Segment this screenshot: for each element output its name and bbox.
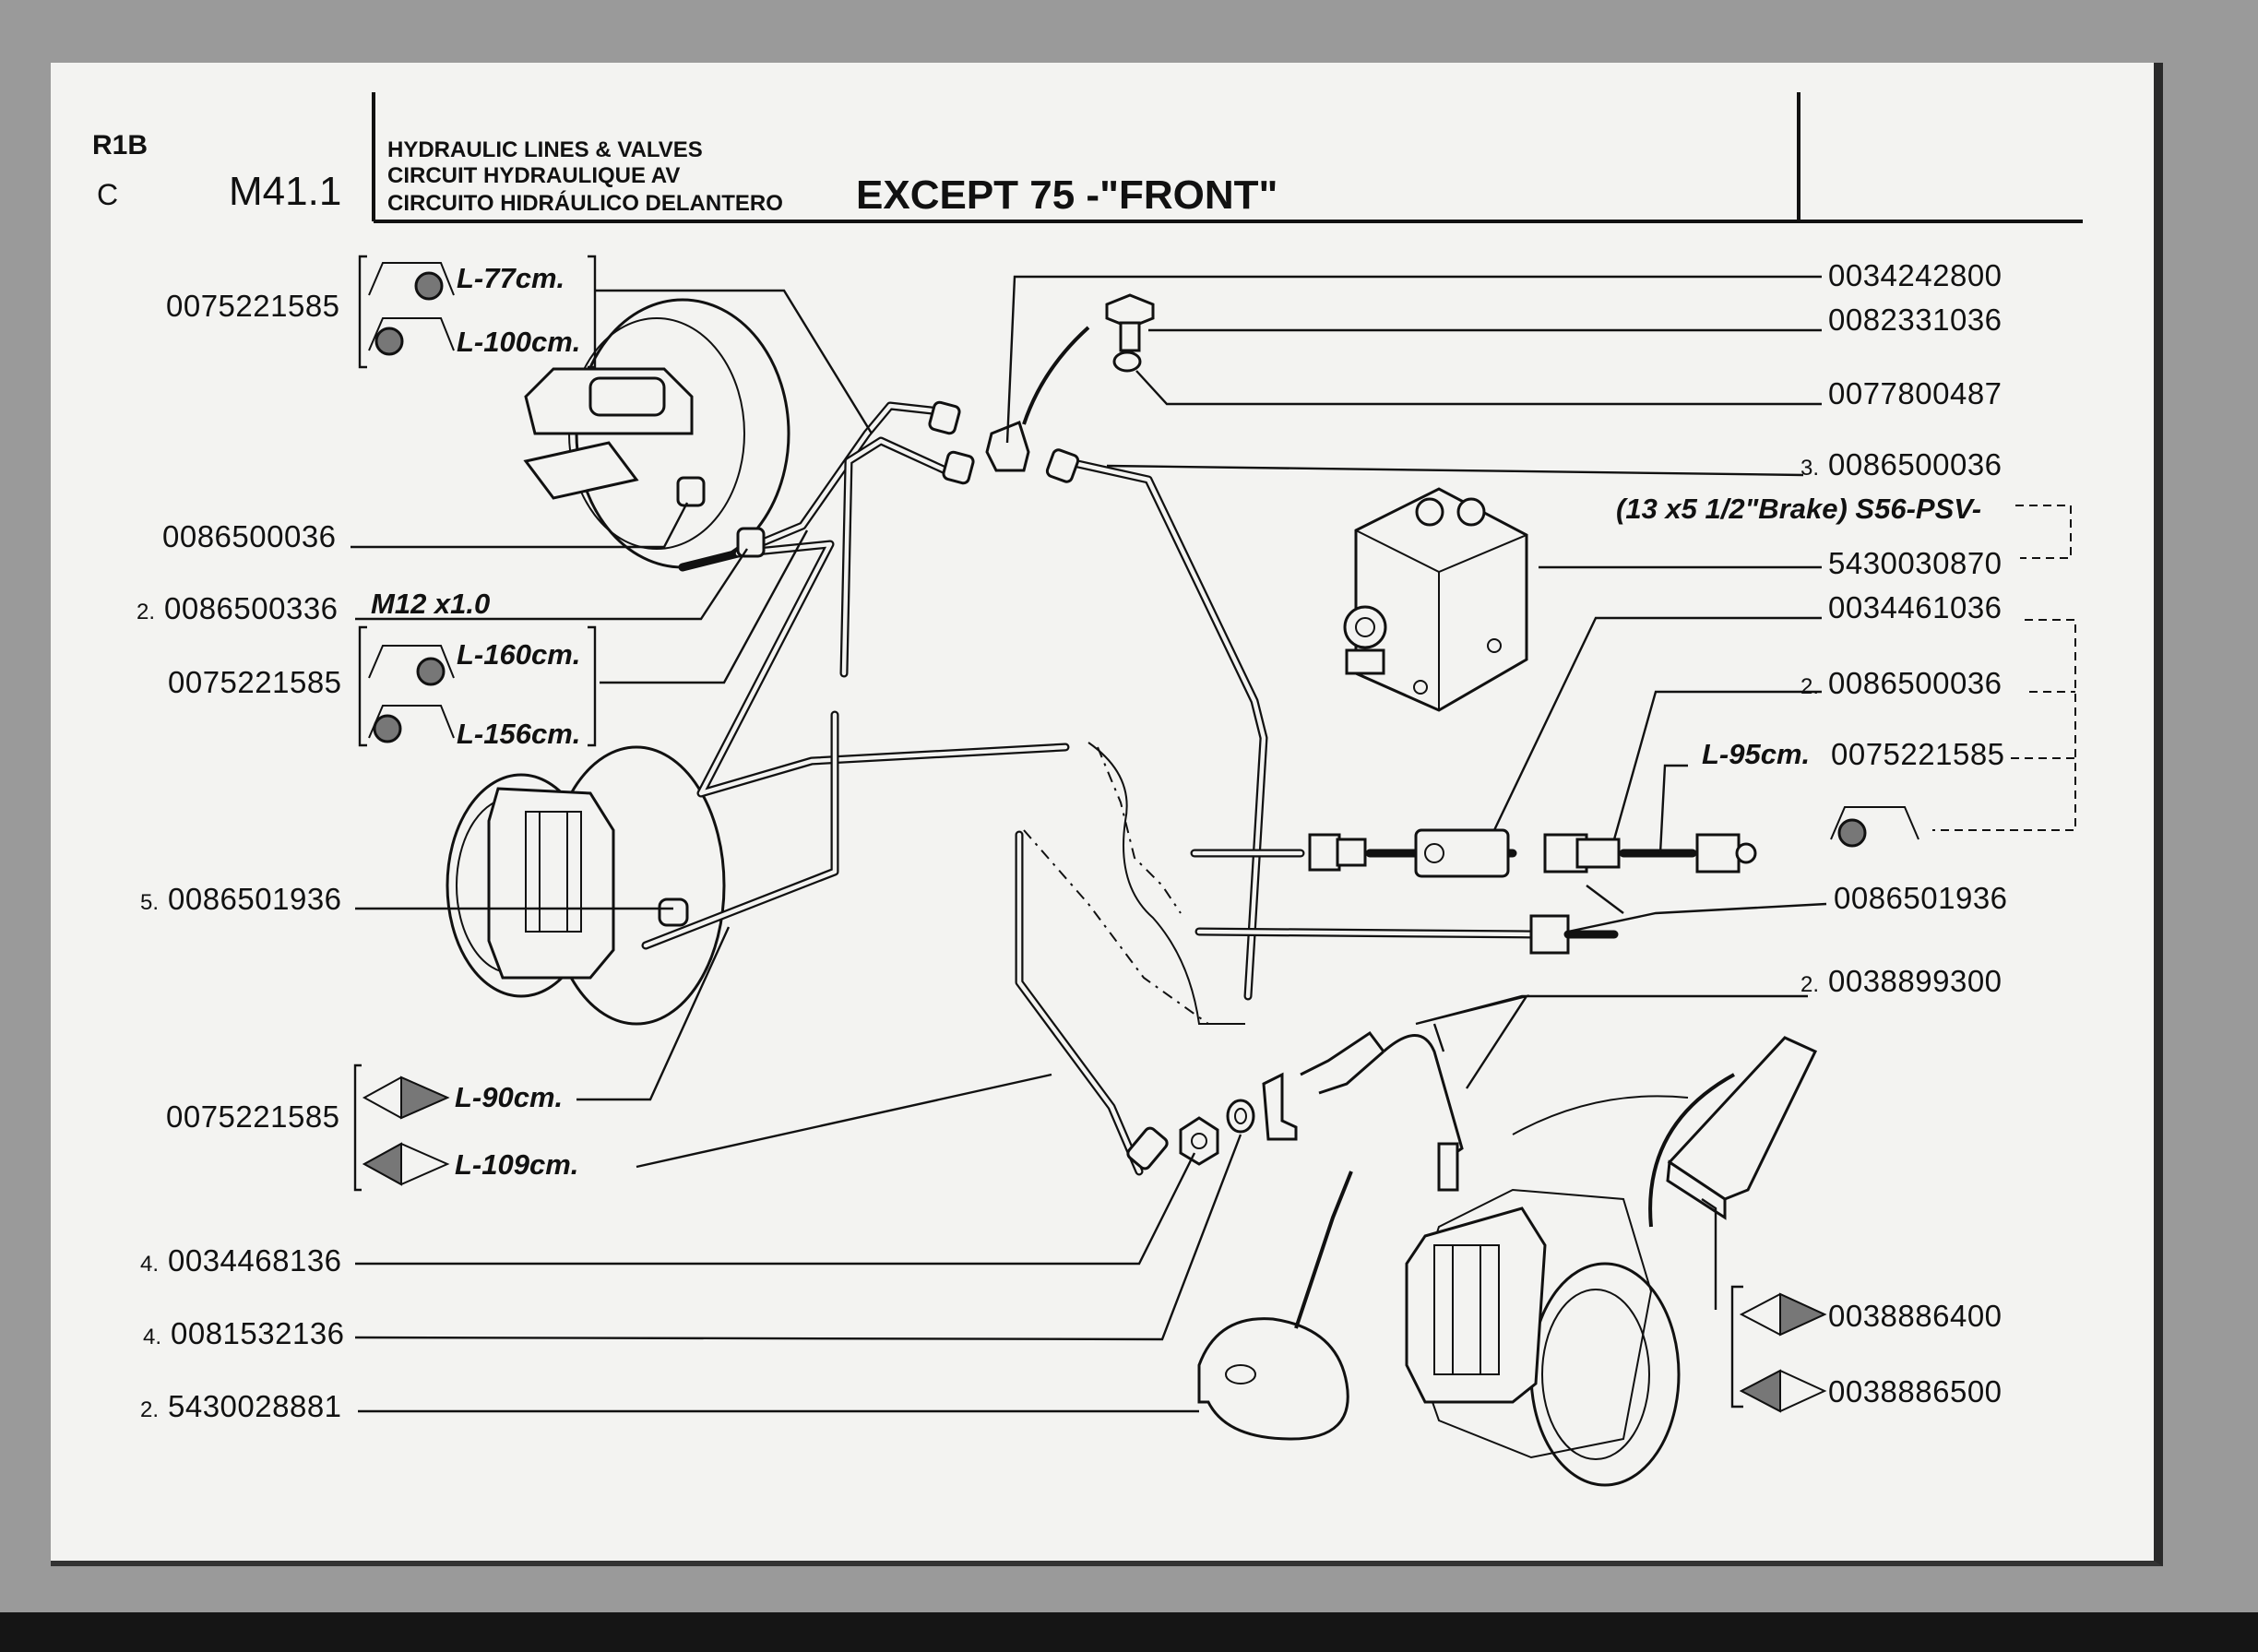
length-label-90: L-90cm.	[455, 1081, 563, 1113]
right-part-number-7: 0086500036	[1828, 666, 2002, 700]
right-part-prefix-10: 2.	[1800, 972, 1819, 997]
right-part-number-12: 0038886500	[1828, 1374, 2002, 1408]
length-label-156: L-156cm.	[457, 718, 580, 750]
left-part-prefix-5: 5.	[140, 890, 159, 915]
right-caliper-drawing	[1405, 1036, 1818, 1487]
left-part-number-1: 0075221585	[166, 289, 340, 323]
left-part-number-3: 0086500336	[164, 591, 339, 625]
valve-block-drawing	[1343, 487, 1528, 712]
length-labels: L-77cm. L-100cm. L-160cm. L-156cm. L-90c…	[371, 262, 1981, 1181]
left-part-prefix-7: 4.	[140, 1252, 159, 1277]
right-part-number-4: 0086500036	[1828, 447, 2002, 481]
right-part-number-2: 0082331036	[1828, 303, 2002, 337]
right-part-number-10: 0038899300	[1828, 964, 2002, 998]
length-label-100: L-100cm.	[457, 326, 580, 358]
title-es: CIRCUITO HIDRÁULICO DELANTERO	[387, 190, 783, 216]
leader-lines-left	[351, 289, 1242, 1413]
left-part-number-2: 0086500036	[162, 519, 337, 553]
title-fr: CIRCUIT HYDRAULIQUE AV	[387, 163, 680, 188]
right-part-list: 0034242800 0082331036 0077800487 3. 0086…	[1800, 258, 2008, 1408]
length-label-160: L-160cm.	[457, 638, 580, 671]
right-part-number-6: 0034461036	[1828, 590, 2002, 624]
leader-lines-right	[1005, 275, 1827, 1310]
right-part-prefix-7: 2.	[1800, 674, 1819, 699]
variant-title: EXCEPT 75 -"FRONT"	[856, 172, 1278, 218]
right-part-prefix-4: 3.	[1800, 456, 1819, 481]
left-part-prefix-9: 2.	[140, 1397, 159, 1422]
left-part-number-9: 5430028881	[168, 1389, 342, 1423]
left-part-number-4: 0075221585	[168, 665, 342, 699]
scanner-edge	[0, 1612, 2258, 1652]
code-bottom: C	[97, 178, 118, 211]
right-part-number-1: 0034242800	[1828, 258, 2002, 292]
pipe-end-symbols	[362, 262, 1919, 1413]
code-top: R1B	[92, 130, 148, 160]
brake-pipes	[641, 401, 1697, 1176]
title-en: HYDRAULIC LINES & VALVES	[387, 137, 703, 162]
pipe-clamp-drawing	[1197, 1171, 1353, 1441]
length-label-77: L-77cm.	[457, 262, 564, 294]
length-label-109: L-109cm.	[455, 1148, 578, 1181]
left-part-prefix-8: 4.	[143, 1325, 161, 1349]
right-part-number-8: 0075221585	[1831, 737, 2005, 771]
right-part-number-5: 5430030870	[1828, 546, 2002, 580]
right-part-number-3: 0077800487	[1828, 376, 2002, 410]
bolt-washer-drawing	[1022, 293, 1155, 425]
thread-note: M12 x1.0	[371, 588, 490, 620]
right-part-number-11: 0038886400	[1828, 1299, 2002, 1333]
page-code: M41.1	[229, 169, 341, 214]
left-part-number-8: 0081532136	[171, 1316, 345, 1350]
header-block: R1B C M41.1 HYDRAULIC LINES & VALVES CIR…	[92, 92, 2083, 223]
right-part-number-9: 0086501936	[1834, 881, 2008, 915]
brackets	[353, 255, 2076, 1408]
left-part-number-6: 0075221585	[166, 1099, 340, 1134]
length-label-95: L-95cm.	[1702, 738, 1810, 770]
left-part-number-7: 0034468136	[168, 1243, 342, 1278]
left-part-list: 0075221585 0086500036 2. 0086500336 0075…	[137, 289, 345, 1423]
left-part-number-5: 0086501936	[168, 882, 342, 916]
fittings	[658, 400, 1757, 1192]
brake-spec-note: (13 x5 1/2"Brake) S56-PSV-	[1616, 493, 1981, 525]
left-part-prefix-3: 2.	[137, 600, 155, 624]
left-caliper-drawing	[446, 745, 726, 1026]
